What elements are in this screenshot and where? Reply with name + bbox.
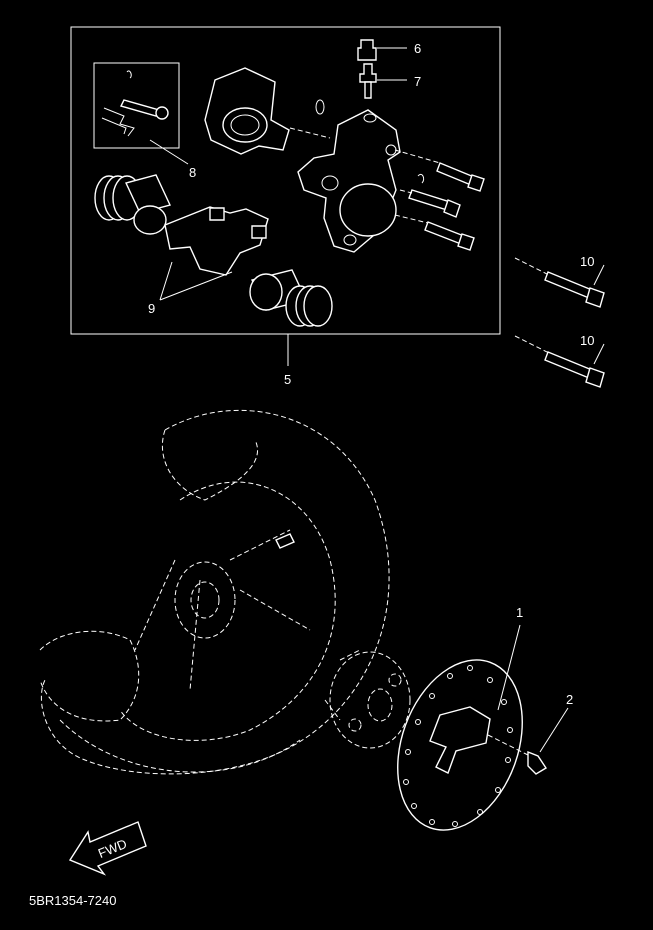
brake-pads-part xyxy=(164,206,269,276)
mounting-bolt-upper xyxy=(514,257,605,308)
bleed-cap-part xyxy=(357,39,377,61)
caliper-bolt-lower xyxy=(424,221,475,251)
disc-bolt-part xyxy=(487,734,547,775)
fwd-arrow: FWD xyxy=(68,821,147,876)
callout-6: 6 xyxy=(414,41,421,56)
callout-10-lower: 10 xyxy=(580,333,594,348)
callout-8: 8 xyxy=(189,165,196,180)
hub-part xyxy=(324,649,411,749)
callout-5: 5 xyxy=(284,372,291,387)
piston-left xyxy=(125,174,171,235)
caliper-assembly-frame xyxy=(70,26,501,335)
pad-pin-part xyxy=(101,70,169,137)
caliper-body-part xyxy=(297,109,401,253)
callout-7: 7 xyxy=(414,74,421,89)
callout-10-upper: 10 xyxy=(580,254,594,269)
callout-9: 9 xyxy=(148,301,155,316)
seal-rings-left xyxy=(94,175,142,221)
brake-disc-part xyxy=(397,659,523,831)
caliper-assembly-group xyxy=(70,26,501,335)
seal-rings-right xyxy=(285,285,333,327)
disc-holes xyxy=(403,665,513,827)
callout-2: 2 xyxy=(566,692,573,707)
pad-spring-inset-frame xyxy=(93,62,180,149)
bleed-screw-part xyxy=(359,63,377,99)
leader-lines xyxy=(149,47,605,753)
caliper-bolt-upper xyxy=(436,162,485,192)
diagram-code: 5BR1354-7240 xyxy=(29,893,116,908)
mounting-bolt-lower xyxy=(514,335,605,388)
caliper-bolt-middle xyxy=(408,189,461,218)
wheel-phantom xyxy=(39,410,390,775)
callout-1: 1 xyxy=(516,605,523,620)
caliper-bracket-part xyxy=(204,67,325,155)
